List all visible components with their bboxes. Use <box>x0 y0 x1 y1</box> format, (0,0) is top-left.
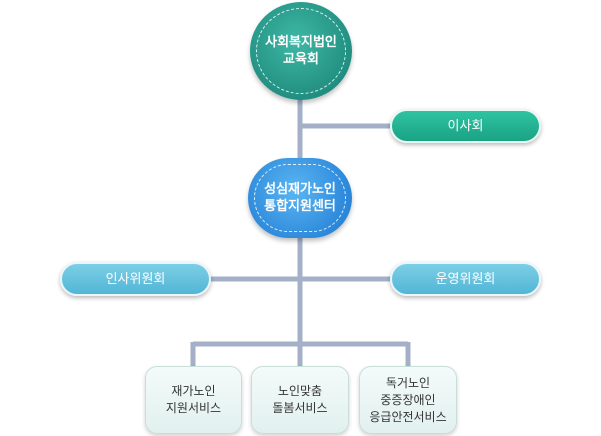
service-label-home-care: 재가노인 지원서비스 <box>165 384 222 415</box>
service-node-home-care: 재가노인 지원서비스 <box>145 366 242 434</box>
board-node: 이사회 <box>390 109 541 143</box>
committee-node-operations: 운영위원회 <box>390 262 541 296</box>
committee-label-hr: 인사위원회 <box>105 271 166 287</box>
service-label-emergency: 독거노인 중증장애인 응급안전서비스 <box>369 375 447 424</box>
service-label-custom-care: 노인맞춤 돌봄서비스 <box>272 384 328 415</box>
service-node-custom-care: 노인맞춤 돌봄서비스 <box>251 366 349 434</box>
center-label: 성심재가노인 통합지원센터 <box>264 182 336 214</box>
root-org-label: 사회복지법인 교육회 <box>265 35 337 67</box>
center-node: 성심재가노인 통합지원센터 <box>248 158 352 238</box>
service-node-emergency: 독거노인 중증장애인 응급안전서비스 <box>359 366 457 434</box>
committee-label-operations: 운영위원회 <box>435 271 496 287</box>
committee-node-hr: 인사위원회 <box>60 262 211 296</box>
board-label: 이사회 <box>447 118 484 134</box>
root-org-node: 사회복지법인 교육회 <box>250 2 352 100</box>
